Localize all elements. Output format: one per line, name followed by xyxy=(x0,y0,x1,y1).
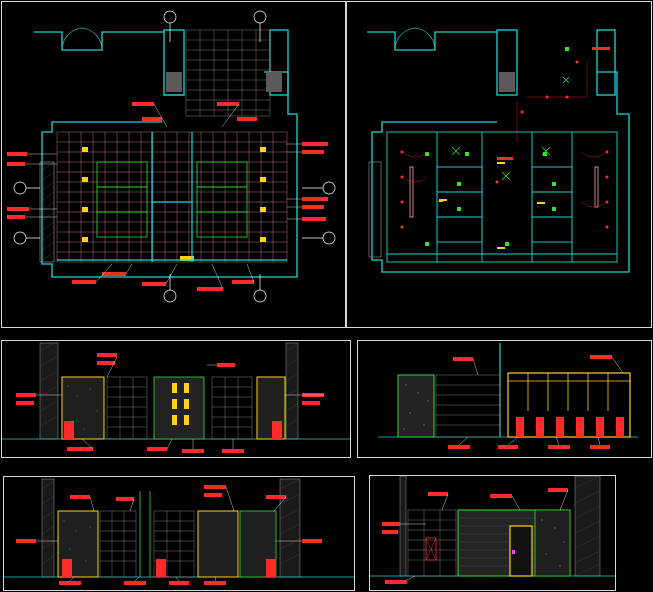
floor-plan-drawing xyxy=(7,10,336,303)
floor-plan-panel xyxy=(1,1,346,328)
elevation-c-drawing xyxy=(4,478,354,585)
elevation-b-panel xyxy=(357,340,652,458)
ceiling-plan-panel xyxy=(346,1,652,328)
elevation-a-drawing xyxy=(2,341,350,453)
elevation-c-panel xyxy=(3,476,355,591)
elevation-d-drawing xyxy=(370,476,615,584)
ceiling-plan-drawing xyxy=(367,27,630,273)
elevation-a-panel xyxy=(1,340,351,458)
elevation-d-panel xyxy=(369,475,616,591)
elevation-b-drawing xyxy=(378,343,638,449)
